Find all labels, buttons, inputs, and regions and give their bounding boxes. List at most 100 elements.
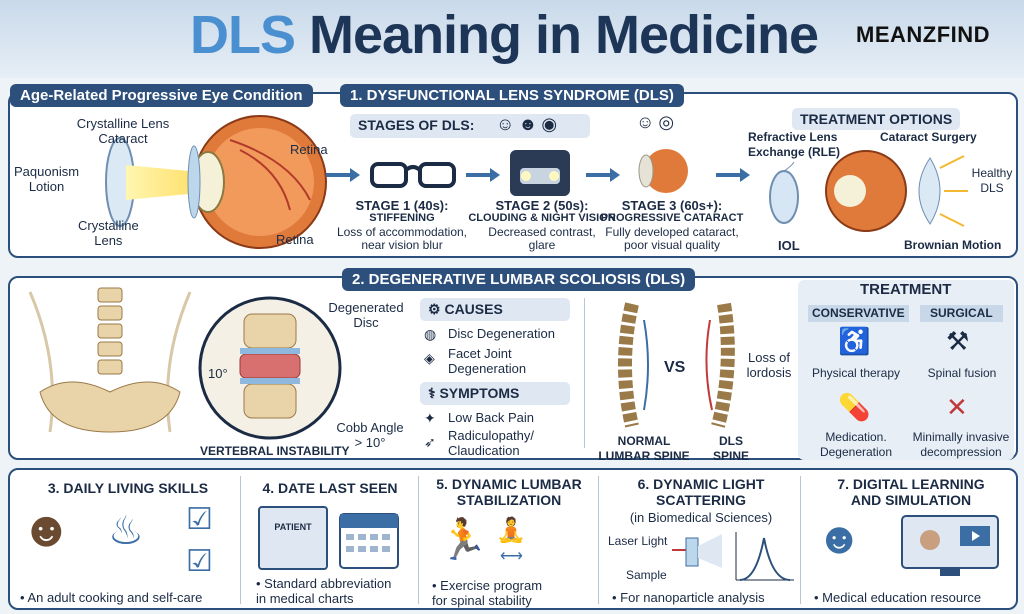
label-retina-bottom: Retina — [276, 232, 314, 247]
card-digital-learning-bullet: • Medical education resource — [814, 590, 982, 605]
card-digital-learning-title: 7. DIGITAL LEARNING AND SIMULATION — [837, 476, 985, 508]
stage3-name: PROGRESSIVE CATARACT — [600, 212, 744, 224]
surgical-label: SURGICAL — [920, 305, 1003, 322]
label-laser-light: Laser Light — [608, 534, 668, 548]
spine-pelvis-icon — [28, 287, 192, 433]
cataract-eye-icon — [638, 149, 688, 193]
tab-dysfunctional-lens: 1. DYSFUNCTIONAL LENS SYNDROME (DLS) — [340, 84, 684, 107]
plank-exercise-icon: 🧘 — [496, 517, 526, 544]
treated-eye-icon — [825, 150, 968, 232]
back-pain-icon: ✦ — [424, 410, 436, 426]
medication-icon: 💊 — [838, 392, 871, 422]
decompression-icon: ✕ — [946, 392, 968, 422]
patient-chart-icon: PATIENT — [258, 506, 328, 570]
arrow-right-icon — [466, 168, 500, 182]
page-title: DLS Meaning in Medicine — [190, 4, 819, 66]
card-light-scattering-title: 6. DYNAMIC LIGHT SCATTERING — [637, 476, 765, 508]
stage3-title: STAGE 3 (60s+): — [621, 198, 723, 213]
symptoms-label: SYMPTOMS — [439, 385, 520, 401]
facet-icon: ◈ — [424, 350, 435, 366]
iol-lens-icon — [769, 162, 799, 224]
label-ten-degrees: 10° — [208, 366, 228, 381]
symptom-radiculopathy: Radiculopathy/ Claudication — [448, 428, 534, 458]
tab-degenerative-scoliosis: 2. DEGENERATIVE LUMBAR SCOLIOSIS (DLS) — [342, 268, 696, 291]
title-accent: DLS — [190, 5, 296, 65]
glasses-icon — [370, 162, 456, 188]
stage3-desc: Fully developed cataract, poor visual qu… — [605, 225, 739, 252]
leg-icon: ➶ — [424, 434, 436, 450]
treatment-title: TREATMENT — [860, 281, 952, 298]
label-sample: Sample — [626, 568, 667, 582]
label-degenerated-disc: Degenerated Disc — [328, 300, 404, 330]
stages-title: STAGES OF DLS: — [350, 114, 590, 138]
person-phone-icon: ☻ — [20, 501, 73, 557]
card-divider — [598, 476, 599, 604]
symptom-low-back: Low Back Pain — [448, 410, 534, 425]
tab-age-related: Age-Related Progressive Eye Condition — [10, 84, 313, 107]
label-healthy-dls: Healthy DLS — [971, 166, 1013, 195]
checklist-icon: ☑ — [186, 545, 213, 578]
disc-icon: ◍ — [424, 326, 437, 342]
stage2-name: CLOUDING & NIGHT VISION — [468, 212, 616, 224]
label-loss-lordosis: Loss of lordosis — [746, 350, 792, 380]
card-date-last-seen-title: 4. DATE LAST SEEN — [262, 480, 398, 496]
treatment-fusion: Spinal fusion — [927, 366, 997, 380]
label-cobb-angle: Cobb Angle > 10° — [336, 420, 404, 450]
face-icons: ☺☻◉ — [496, 114, 562, 134]
cause-disc: Disc Degeneration — [448, 326, 555, 341]
arrow-right-icon — [586, 168, 620, 182]
lunge-exercise-icon: 🏃 — [438, 518, 488, 562]
card-date-last-seen-bullet: • Standard abbreviation in medical chart… — [256, 576, 392, 606]
checklist-icon: ☑ — [186, 503, 213, 536]
card-light-scattering-bullet: • For nanoparticle analysis — [612, 590, 765, 605]
label-dls-spine: DLS SPINE — [712, 434, 749, 463]
night-car-icon — [510, 150, 570, 196]
card-daily-living-title: 3. DAILY LIVING SKILLS — [47, 480, 209, 496]
section-other-meanings — [8, 468, 1018, 610]
stage2-title: STAGE 2 (50s): — [495, 198, 589, 213]
label-retina-top: Retina — [290, 142, 328, 157]
title-rest: Meaning in Medicine — [309, 5, 819, 65]
monitor-icon — [901, 515, 999, 576]
label-rle: Refractive Lens Exchange (RLE) — [748, 130, 841, 159]
card-daily-living-bullet: • An adult cooking and self-care — [20, 590, 203, 605]
label-brownian: Brownian Motion — [904, 238, 1002, 252]
conservative-label: CONSERVATIVE — [808, 305, 909, 322]
label-paquonism: Paquonism Lotion — [14, 164, 80, 194]
stage2-desc: Decreased contrast, glare — [488, 225, 596, 252]
label-vertebral-instability: VERTEBRAL INSTABILITY — [200, 444, 350, 458]
arrow-right-icon — [716, 168, 750, 182]
section2-divider — [584, 298, 585, 448]
causes-title: ⚙ CAUSES — [420, 298, 570, 321]
treatment-physical: Physical therapy — [811, 366, 901, 380]
label-cataract-surgery: Cataract Surgery — [880, 130, 977, 144]
card-divider — [800, 476, 801, 604]
physical-therapy-icon: ♿ — [838, 326, 871, 356]
treatment-decompression: Minimally invasive decompression — [912, 430, 1010, 459]
card-lumbar-stabilization-bullet: • Exercise program for spinal stability — [432, 578, 543, 608]
symptoms-icon: ⚕ — [428, 385, 440, 401]
brand-logo: MEANZFIND — [856, 22, 991, 47]
normal-spine-icon — [618, 302, 649, 428]
vs-label: VS — [664, 359, 686, 376]
arrow-right-icon — [326, 168, 360, 182]
causes-icon: ⚙ — [428, 301, 445, 317]
spinal-fusion-icon: ⚒ — [946, 326, 970, 356]
causes-label: CAUSES — [444, 301, 503, 317]
face-icons-stage3: ☺◎ — [636, 112, 679, 132]
label-crystalline-cataract: Crystalline Lens Cataract — [76, 116, 170, 146]
header-banner: DLS Meaning in Medicine MEANZFIND — [0, 0, 1024, 78]
magnified-vertebra-icon — [198, 296, 342, 440]
card-lumbar-stabilization-title: 5. DYNAMIC LUMBAR STABILIZATION — [436, 476, 582, 508]
card-divider — [418, 476, 419, 604]
treatment-medication: Medication. Degeneration — [819, 430, 893, 459]
stage1-title: STAGE 1 (40s): — [355, 198, 449, 213]
stage1-name: STIFFENING — [369, 212, 435, 224]
label-crystalline-lens: Crystalline Lens — [78, 218, 139, 248]
symptoms-title: ⚕ SYMPTOMS — [420, 382, 570, 405]
calendar-icon — [339, 513, 399, 569]
cooking-icon: ♨ — [108, 509, 144, 553]
vr-person-icon: ☻ — [816, 514, 863, 563]
cause-facet: Facet Joint Degeneration — [448, 346, 527, 376]
label-iol: IOL — [778, 238, 800, 253]
